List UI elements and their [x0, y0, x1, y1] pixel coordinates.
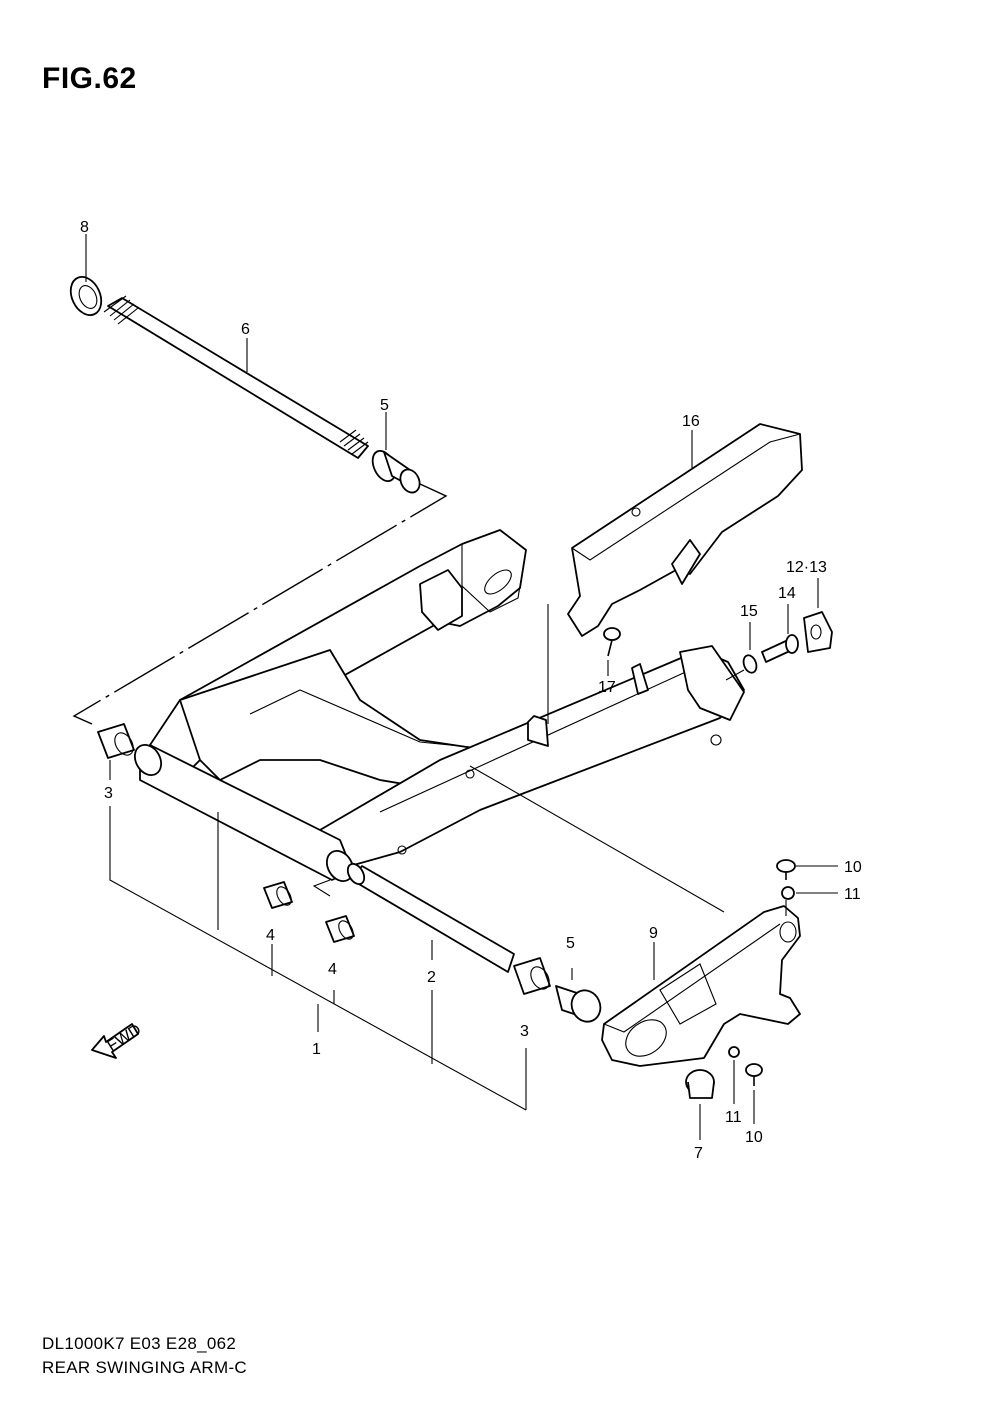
part-2-spacer-pipe[interactable]: [344, 861, 515, 973]
part-11-nut-bottom[interactable]: [728, 1046, 740, 1058]
callout-8: 8: [80, 219, 89, 236]
callout-11-top: 11: [844, 886, 861, 903]
part-14-bolt[interactable]: [761, 634, 799, 663]
part-9-chain-guide[interactable]: [601, 905, 801, 1067]
part-8-lock-nut[interactable]: [65, 272, 107, 320]
part-6-pivot-shaft[interactable]: [103, 295, 369, 459]
forward-direction-arrow: FWD: [91, 1021, 144, 1059]
callout-4-a: 4: [266, 927, 275, 944]
callout-15: 15: [740, 603, 758, 620]
callout-17: 17: [598, 679, 616, 696]
callout-5-top: 5: [380, 397, 389, 414]
part-11-nut-top[interactable]: [781, 886, 795, 900]
part-1-swing-arm[interactable]: [130, 529, 745, 886]
callout-6: 6: [241, 321, 250, 338]
leader-bracket: [109, 806, 573, 1111]
diagram-name: REAR SWINGING ARM-C: [42, 1358, 247, 1377]
callout-12-13: 12·13: [786, 559, 827, 576]
diagram-code: DL1000K7 E03 E28_062: [42, 1334, 237, 1353]
callout-16: 16: [682, 413, 700, 430]
part-16-chain-case[interactable]: [567, 423, 803, 637]
callout-9: 9: [649, 925, 658, 942]
callout-7: 7: [694, 1145, 703, 1162]
part-3-bearing-top[interactable]: [97, 723, 137, 759]
callout-4-b: 4: [328, 961, 337, 978]
part-3-bearing-bottom[interactable]: [513, 957, 553, 995]
fwd-label: FWD: [104, 1021, 144, 1055]
callout-10-bottom: 10: [745, 1129, 763, 1146]
part-5-spacer-top[interactable]: [368, 447, 423, 495]
callout-10-top: 10: [844, 859, 862, 876]
part-4-needle-bearing-a[interactable]: [263, 881, 294, 909]
part-12-13-clip-nut[interactable]: [803, 611, 833, 653]
callout-3-bottom: 3: [520, 1023, 529, 1040]
part-15-washer[interactable]: [741, 653, 758, 674]
part-5-spacer-bottom[interactable]: [555, 985, 605, 1027]
callout-3-top: 3: [104, 785, 113, 802]
callout-2: 2: [427, 969, 436, 986]
part-17-screw[interactable]: [603, 627, 621, 657]
part-10-bolt-bottom[interactable]: [745, 1063, 763, 1086]
callout-11-bottom: 11: [725, 1109, 742, 1126]
callout-14: 14: [778, 585, 796, 602]
part-10-bolt-top[interactable]: [776, 859, 796, 880]
part-4-needle-bearing-b[interactable]: [325, 915, 356, 943]
callout-1: 1: [312, 1041, 321, 1058]
part-7-axle-nut[interactable]: [685, 1069, 715, 1099]
callout-5-bottom: 5: [566, 935, 575, 952]
figure-title: FIG.62: [42, 62, 137, 95]
